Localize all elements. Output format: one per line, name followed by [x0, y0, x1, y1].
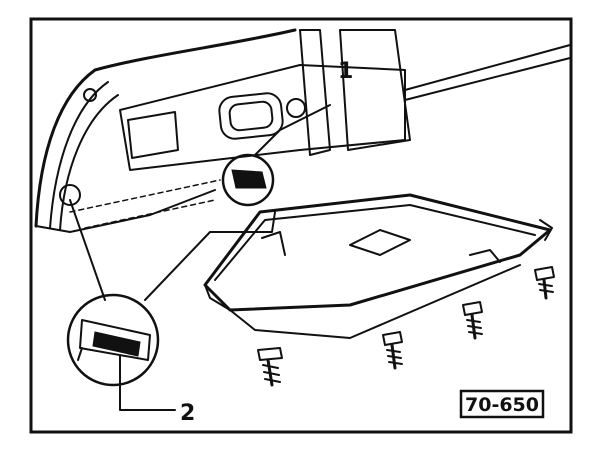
reference-number: 70-650 [465, 394, 539, 416]
clip-detail-2 [66, 293, 160, 387]
wheel-arch-panel [34, 28, 297, 233]
callout-2: 2 [180, 401, 195, 426]
frame [29, 17, 573, 434]
bolt [257, 347, 283, 387]
leader-line-2 [119, 354, 176, 411]
reference-box: 70-650 [459, 389, 545, 419]
bolt [462, 301, 483, 340]
undertray-panel [203, 193, 553, 339]
callout-1: 1 [338, 59, 353, 84]
clip-detail-1 [221, 104, 331, 207]
bolt [382, 331, 403, 370]
bolt [534, 266, 555, 300]
side-member [119, 29, 571, 171]
leader-line-circle [69, 199, 106, 301]
leader-line-bracket [144, 211, 276, 301]
